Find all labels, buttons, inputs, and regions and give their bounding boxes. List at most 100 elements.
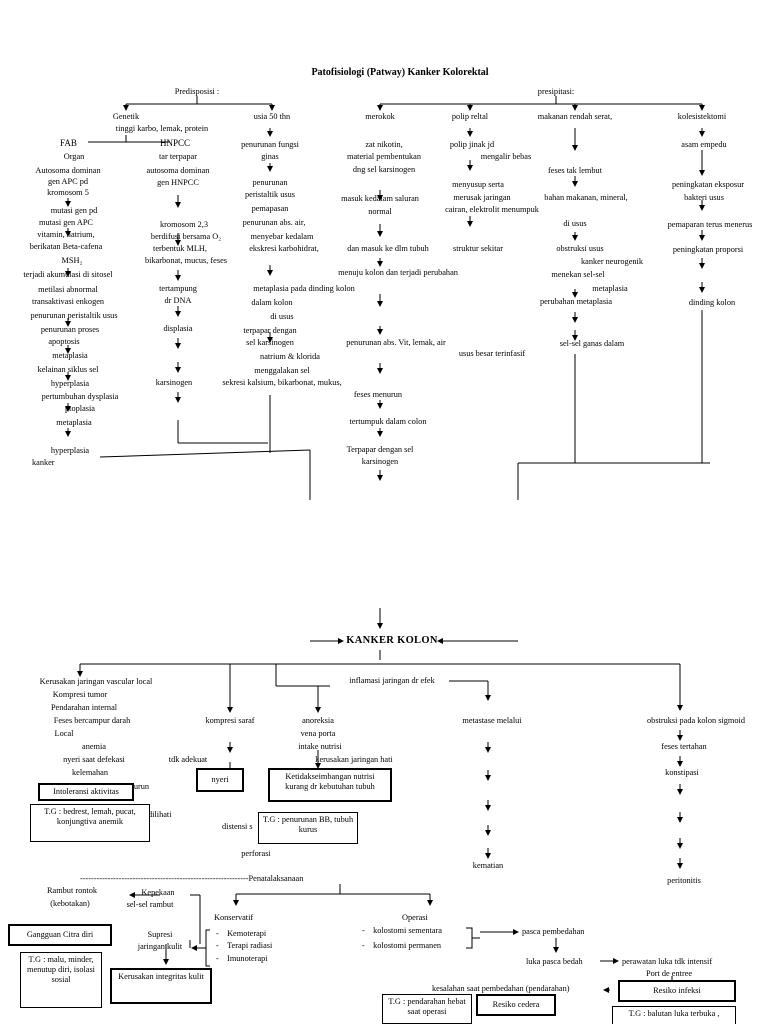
fab-text: apoptosis xyxy=(48,337,80,346)
fab-text: kanker xyxy=(32,458,55,467)
tar-node: tar terpapar xyxy=(158,152,198,161)
obstruksi-text: feses tertahan xyxy=(661,742,707,751)
konservatif-item-label: Imunoterapi xyxy=(227,954,268,963)
operasi-item: - kolostomi permanen xyxy=(362,941,442,950)
usia-text: penurunan abs. air, xyxy=(242,218,306,227)
operasi-item: - kolostomi sementara xyxy=(362,926,442,935)
konservatif-item: - Terapi radiasi xyxy=(216,941,273,950)
fab-text: penurunan peristaltik usus xyxy=(30,311,118,320)
fab-text: penurunan proses xyxy=(40,325,100,334)
fab-text: berikatan Beta-cafena xyxy=(29,242,103,251)
polip-text: merusak jaringan xyxy=(453,193,511,202)
konservatif-title: Konservatif xyxy=(214,913,254,922)
fab-node: FAB xyxy=(60,138,77,148)
hnpcc-text: kromosom 2,3 xyxy=(160,220,208,229)
predisposisi-label: Predisposisi : xyxy=(174,87,220,96)
kolesis-text: pemaparan terus menerus xyxy=(667,220,753,229)
makanan-text: menekan sel-sel xyxy=(551,270,605,279)
konservatif-item: - Kemoterapi xyxy=(216,929,267,938)
tg-cedera-box: T.G : pendarahan hebat saat operasi xyxy=(382,994,472,1024)
fab-text: mutasi gen APC xyxy=(39,218,93,227)
nutrisi-box: Ketidakseimbangan nutrisi kurang dr kebu… xyxy=(268,768,392,802)
bl-text: Feses bercampur darah xyxy=(53,716,131,725)
kolesis-text: bakteri usus xyxy=(684,193,724,202)
fab-text: mutasi gen pd xyxy=(50,206,98,215)
konservatif-item-label: Kemoterapi xyxy=(227,929,267,938)
usia-text: pemapasan xyxy=(251,204,289,213)
tg-citra-box: T.G : malu, minder, menutup diri, isolas… xyxy=(20,952,102,1008)
usia-text: peristaltik usus xyxy=(244,190,296,199)
polip-node: polip reltal xyxy=(451,112,489,121)
saraf-text: distensi s xyxy=(222,822,253,831)
fab-text: kelainan siklus sel xyxy=(37,365,99,374)
bl-text: enurun xyxy=(126,782,150,791)
rambut-text: (kebotakan) xyxy=(50,899,90,908)
konservatif-item: - Imunoterapi xyxy=(216,954,268,963)
bl-text: anemia xyxy=(82,742,106,751)
fab-text: metilasi abnormal xyxy=(38,285,98,294)
operasi-item-label: kolostomi permanen xyxy=(373,941,442,950)
anoreksia-text: anoreksia xyxy=(302,716,334,725)
merokok-text: zat nikotin, xyxy=(365,140,403,149)
supresi-text: Supresi xyxy=(147,930,173,939)
bl-text: kelemahan xyxy=(72,768,108,777)
integritas-kulit-box: Kerusakan integritas kulit xyxy=(110,968,212,1004)
bl-text: Local xyxy=(54,729,74,738)
anoreksia-text: intake nutrisi xyxy=(298,742,342,751)
merokok-node: merokok xyxy=(365,112,395,121)
fab-text: metaplasia xyxy=(52,351,88,360)
makanan-text: sel-sel ganas dalam xyxy=(559,339,625,348)
usia-text: dalam kolon xyxy=(251,298,293,307)
bl-text: nyeri saat defekasi xyxy=(63,755,125,764)
polip-text: menyusup serta xyxy=(452,180,504,189)
hnpcc-node: HNPCC xyxy=(160,138,191,148)
obstruksi-text: konstipasi xyxy=(665,768,699,777)
kolesis-text: asam empedu xyxy=(681,140,727,149)
usia-text: metaplasia pada dinding kolon xyxy=(253,284,355,293)
bl-text: Kerusakan jaringan vascular local xyxy=(39,677,153,686)
presipitasi-label: presipitasi: xyxy=(537,87,575,96)
fab-text: hyperplasia xyxy=(50,379,90,388)
makanan-text: feses tak lembut xyxy=(548,166,602,175)
resiko-cedera-box: Resiko cedera xyxy=(476,994,556,1016)
saraf-text: kompresi saraf xyxy=(205,716,255,725)
makanan-text: perubahan metaplasia xyxy=(539,297,613,306)
usia-text: ginas xyxy=(261,152,279,161)
fab-text: vitamin, natrium, xyxy=(37,230,95,239)
konservatif-item-label: Terapi radiasi xyxy=(227,941,273,950)
merokok-text: dng sel karsinogen xyxy=(352,165,416,174)
perawatan-node: perawatan luka tdk intensif xyxy=(622,957,713,966)
merokok-text: dan masuk ke dlm tubuh xyxy=(347,244,429,253)
tg-intoleransi-box: T.G : bedrest, lemah, pucat, konjungtiva… xyxy=(30,804,150,842)
makanan-text: kanker neurogenik xyxy=(581,257,643,266)
kolesis-text: peningkatan eksposur xyxy=(671,180,745,189)
luka-pasca-node: luka pasca bedah xyxy=(526,957,583,966)
resiko-infeksi-box: Resiko infeksi xyxy=(618,980,736,1002)
merokok-text: normal xyxy=(368,207,392,216)
rambut-text: Rambut rontok xyxy=(46,886,98,895)
fab-text: Autosoma dominan xyxy=(35,166,101,175)
diet-node: tinggi karbo, lemak, protein xyxy=(115,124,209,133)
usia-text: natrium & klorida xyxy=(260,352,320,361)
fab-text: kromosom 5 xyxy=(47,188,89,197)
genetik-node: Genetik xyxy=(112,112,140,121)
merokok-text: feses menurun xyxy=(353,390,403,399)
usia-text: ekskresi karbohidrat, xyxy=(249,244,319,253)
fab-text: ptoplasia xyxy=(65,404,95,413)
hnpcc-text: gen HNPCC xyxy=(157,178,199,187)
supresi-text: jaringan kulit xyxy=(137,942,183,951)
merokok-text: menuju kolon dan terjadi perubahan xyxy=(338,268,458,277)
kematian-node: kematian xyxy=(472,861,504,870)
fab-text: hyperplasia xyxy=(50,446,90,455)
usia-text: sekresi kalsium, bikarbonat, mukus, xyxy=(222,378,342,387)
hnpcc-text: autosoma dominan xyxy=(146,166,210,175)
inflamasi-node: inflamasi jaringan dr efek xyxy=(349,676,435,685)
usia-text: di usus xyxy=(270,312,294,321)
hnpcc-text: berdifusi bersama O₂ xyxy=(150,232,222,241)
kolesistektomi-node: kolesistektomi xyxy=(677,112,727,121)
kepekaan-text: sel-sel rambut xyxy=(126,900,174,909)
organ-node: Organ xyxy=(63,152,85,161)
penatalaksanaan-header: ----------------------------------------… xyxy=(80,874,304,883)
